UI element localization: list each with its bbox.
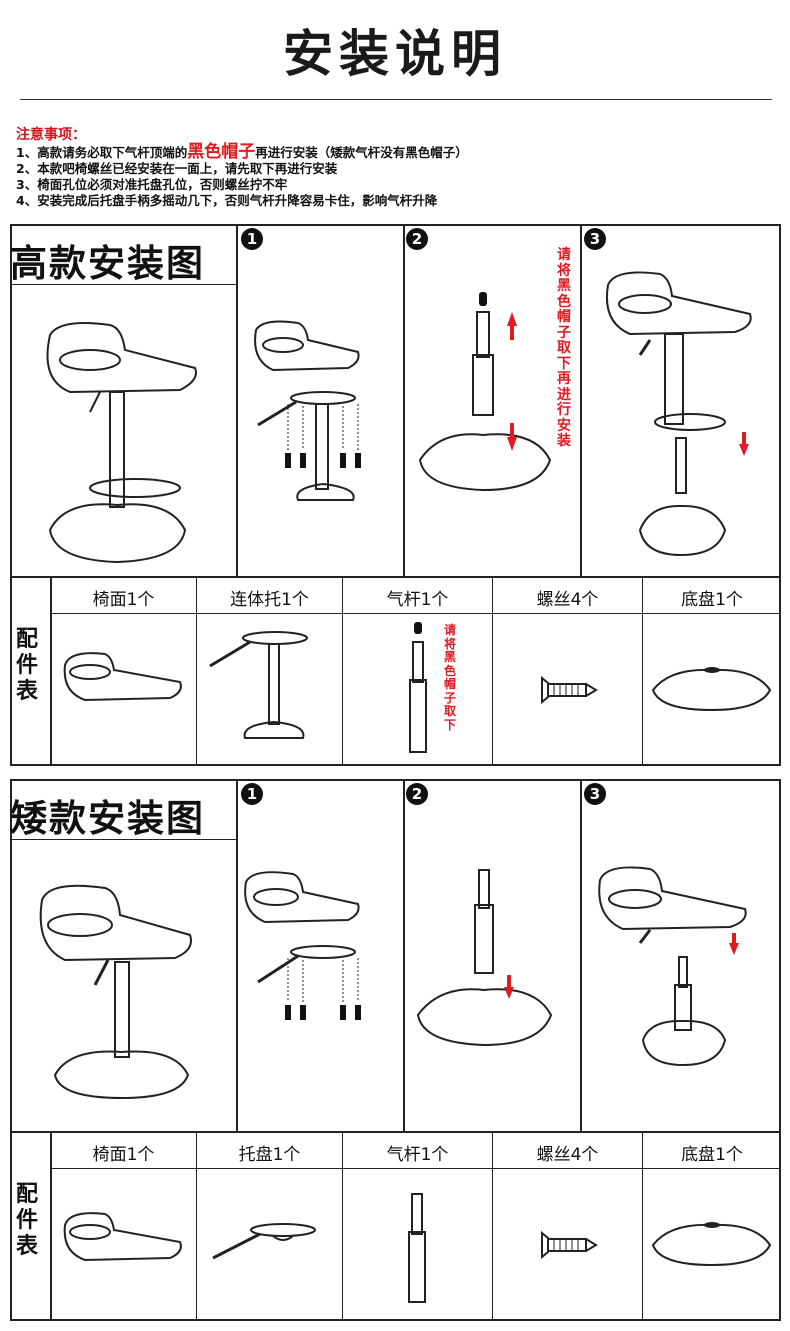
screw-part-icon	[541, 675, 598, 705]
notes-heading: 注意事项：	[16, 127, 86, 143]
divider	[236, 779, 238, 1133]
screw-part-icon	[541, 1230, 598, 1260]
short-step-3-illustration	[598, 866, 747, 1067]
short-install-panel	[10, 779, 781, 1321]
divider	[10, 576, 781, 578]
divider	[10, 1131, 781, 1133]
divider	[403, 779, 405, 1133]
divider	[580, 224, 582, 578]
divider	[236, 224, 238, 578]
step-1-badge: 1	[241, 228, 263, 250]
tall-parts-side-label: 配件表	[16, 626, 39, 704]
tall-install-panel	[10, 224, 781, 766]
note-line-2: 2、本款吧椅螺丝已经安装在一面上，请先取下再进行安装	[16, 161, 338, 176]
tray-part-icon	[212, 1223, 316, 1260]
tall-part-gaslift-label: 气杆1个	[386, 590, 449, 610]
divider	[50, 1168, 781, 1169]
short-part-gaslift-label: 气杆1个	[386, 1145, 449, 1165]
gaslift-part-icon	[409, 622, 427, 753]
tall-part-screws-label: 螺丝4个	[536, 590, 599, 610]
step-3-badge: 3	[584, 783, 606, 805]
divider	[492, 1133, 493, 1321]
divider	[492, 578, 493, 766]
divider	[10, 284, 237, 285]
divider	[342, 578, 343, 766]
notes-section: 注意事项： 1、高款请务必取下气杆顶端的黑色帽子再进行安装（矮款气杆没有黑色帽子…	[16, 126, 468, 209]
step-2-badge: 2	[406, 228, 428, 250]
step-3-badge: 3	[584, 228, 606, 250]
divider	[50, 1133, 52, 1321]
tall-stool-illustration	[46, 322, 197, 564]
seat-part-icon	[63, 1212, 182, 1262]
note-1-highlight: 黑色帽子	[187, 142, 256, 162]
tall-part-seat-label: 椅面1个	[92, 590, 155, 610]
divider	[403, 224, 405, 578]
note-1-pre: 1、高款请务必取下气杆顶端的	[16, 145, 188, 160]
base-tray-part-icon	[209, 631, 308, 739]
short-step-1-illustration	[244, 871, 361, 1020]
divider	[196, 1133, 197, 1321]
gaslift-part-icon	[408, 1193, 426, 1303]
divider	[10, 839, 237, 840]
short-step-2-illustration	[416, 869, 553, 1047]
short-part-base-label: 底盘1个	[681, 1145, 743, 1165]
divider	[50, 613, 781, 614]
note-1-post: 再进行安装（矮款气杆没有黑色帽子）	[255, 145, 468, 160]
short-part-screws-label: 螺丝4个	[536, 1145, 599, 1165]
step-2-badge: 2	[406, 783, 428, 805]
step-2-cap-note: 请将黑色帽子取下再进行安装	[557, 247, 571, 449]
tall-part-base-label: 底盘1个	[681, 590, 743, 610]
divider	[642, 578, 643, 766]
short-stool-illustration	[39, 884, 192, 1100]
short-title: 矮款安装图	[10, 797, 205, 840]
note-line-1: 1、高款请务必取下气杆顶端的黑色帽子再进行安装（矮款气杆没有黑色帽子）	[16, 144, 468, 161]
short-parts-side-label: 配件表	[16, 1181, 39, 1259]
short-part-seat-label: 椅面1个	[92, 1145, 155, 1165]
tall-step-3-illustration	[606, 271, 752, 557]
tall-step-2-illustration	[418, 292, 552, 492]
tall-part-base-tray-label: 连体托1个	[230, 590, 309, 610]
divider	[642, 1133, 643, 1321]
note-line-3: 3、椅面孔位必须对准托盘孔位，否则螺丝拧不牢	[16, 177, 288, 192]
divider	[580, 779, 582, 1133]
title-divider	[20, 99, 772, 100]
base-part-icon	[651, 1222, 772, 1267]
page-title: 安装说明	[283, 25, 507, 83]
short-part-tray-label: 托盘1个	[238, 1145, 301, 1165]
divider	[50, 578, 52, 766]
tall-step-1-illustration	[254, 320, 361, 501]
seat-part-icon	[63, 652, 182, 702]
note-line-4: 4、安装完成后托盘手柄多摇动几下，否则气杆升降容易卡住，影响气杆升降	[16, 193, 438, 208]
divider	[342, 1133, 343, 1321]
gaslift-cap-note: 请将黑色帽子取下	[443, 623, 456, 732]
step-1-badge: 1	[241, 783, 263, 805]
divider	[196, 578, 197, 766]
base-part-icon	[651, 667, 772, 712]
tall-title: 高款安装图	[10, 242, 205, 285]
